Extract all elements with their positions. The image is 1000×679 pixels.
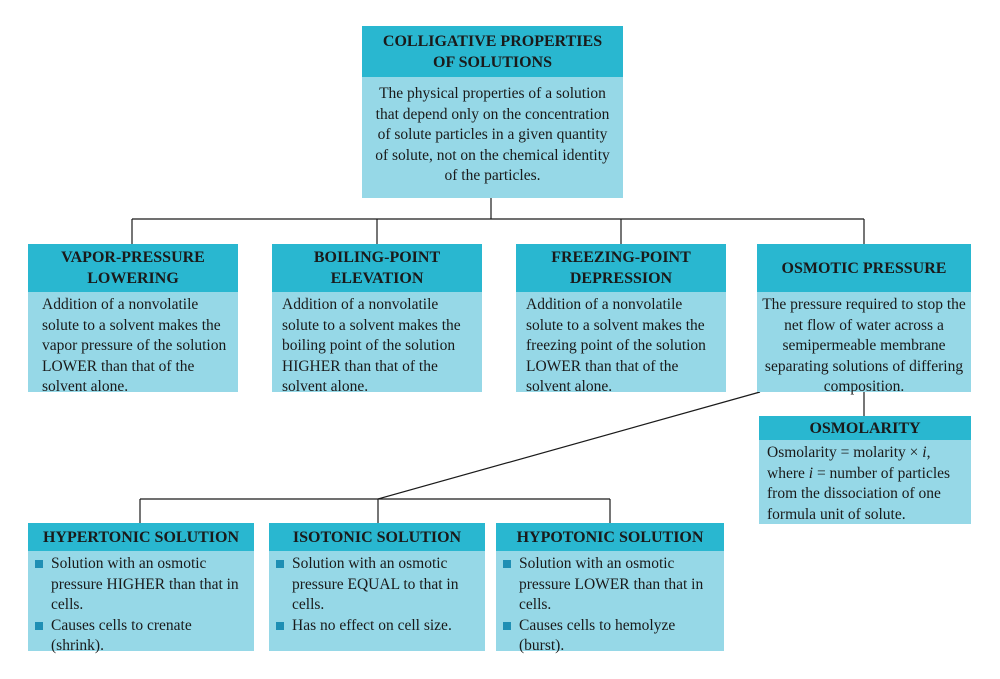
osmolarity-title: OSMOLARITY bbox=[759, 416, 971, 440]
osmolarity-var-i: i bbox=[922, 444, 927, 461]
boiling-point-title: BOILING-POINT ELEVATION bbox=[272, 244, 482, 292]
boiling-point-description: Addition of a nonvolatile solute to a so… bbox=[272, 292, 482, 395]
osmotic-pressure-description: The pressure required to stop the net fl… bbox=[757, 292, 971, 395]
hypotonic-body: Solution with an osmotic pressure LOWER … bbox=[496, 551, 724, 654]
hypotonic-points: Solution with an osmotic pressure LOWER … bbox=[502, 554, 718, 657]
isotonic-solution-box: ISOTONIC SOLUTION Solution with an osmot… bbox=[269, 523, 485, 651]
hypertonic-title: HYPERTONIC SOLUTION bbox=[28, 523, 254, 551]
osmolarity-where-prefix: where bbox=[767, 464, 809, 482]
colligative-properties-box: COLLIGATIVE PROPERTIES OF SOLUTIONS The … bbox=[362, 26, 623, 198]
boiling-point-elevation-box: BOILING-POINT ELEVATION Addition of a no… bbox=[272, 244, 482, 395]
list-item: Causes cells to crenate (shrink). bbox=[34, 616, 248, 657]
hypertonic-body: Solution with an osmotic pressure HIGHER… bbox=[28, 551, 254, 654]
hypotonic-title: HYPOTONIC SOLUTION bbox=[496, 523, 724, 551]
osmolarity-formula: Osmolarity = molarity × bbox=[767, 444, 923, 461]
list-item: Solution with an osmotic pressure EQUAL … bbox=[275, 554, 479, 616]
hypertonic-solution-box: HYPERTONIC SOLUTION Solution with an osm… bbox=[28, 523, 254, 654]
list-item: Has no effect on cell size. bbox=[275, 616, 479, 637]
osmolarity-where-text: = number of particles from the dissociat… bbox=[767, 464, 951, 523]
isotonic-title: ISOTONIC SOLUTION bbox=[269, 523, 485, 551]
osmotic-pressure-box: OSMOTIC PRESSURE The pressure required t… bbox=[757, 244, 971, 395]
freezing-point-title: FREEZING-POINT DEPRESSION bbox=[516, 244, 726, 292]
main-description: The physical properties of a solution th… bbox=[362, 77, 623, 198]
hypertonic-points: Solution with an osmotic pressure HIGHER… bbox=[34, 554, 248, 657]
osmolarity-description: Osmolarity = molarity × i, where i = num… bbox=[759, 440, 971, 524]
isotonic-body: Solution with an osmotic pressure EQUAL … bbox=[269, 551, 485, 651]
osmotic-pressure-title: OSMOTIC PRESSURE bbox=[757, 244, 971, 292]
vapor-pressure-title: VAPOR-PRESSURE LOWERING bbox=[28, 244, 238, 292]
isotonic-points: Solution with an osmotic pressure EQUAL … bbox=[275, 554, 479, 636]
list-item: Solution with an osmotic pressure HIGHER… bbox=[34, 554, 248, 616]
osmolarity-formula-comma: , bbox=[926, 444, 931, 461]
hypotonic-solution-box: HYPOTONIC SOLUTION Solution with an osmo… bbox=[496, 523, 724, 654]
vapor-pressure-description: Addition of a nonvolatile solute to a so… bbox=[28, 292, 238, 395]
list-item: Causes cells to hemolyze (burst). bbox=[502, 616, 718, 657]
freezing-point-description: Addition of a nonvolatile solute to a so… bbox=[516, 292, 726, 395]
main-title: COLLIGATIVE PROPERTIES OF SOLUTIONS bbox=[362, 26, 623, 77]
vapor-pressure-lowering-box: VAPOR-PRESSURE LOWERING Addition of a no… bbox=[28, 244, 238, 395]
freezing-point-depression-box: FREEZING-POINT DEPRESSION Addition of a … bbox=[516, 244, 726, 395]
osmolarity-box: OSMOLARITY Osmolarity = molarity × i, wh… bbox=[759, 416, 971, 524]
list-item: Solution with an osmotic pressure LOWER … bbox=[502, 554, 718, 616]
osmolarity-where-var-i: i bbox=[808, 464, 814, 482]
